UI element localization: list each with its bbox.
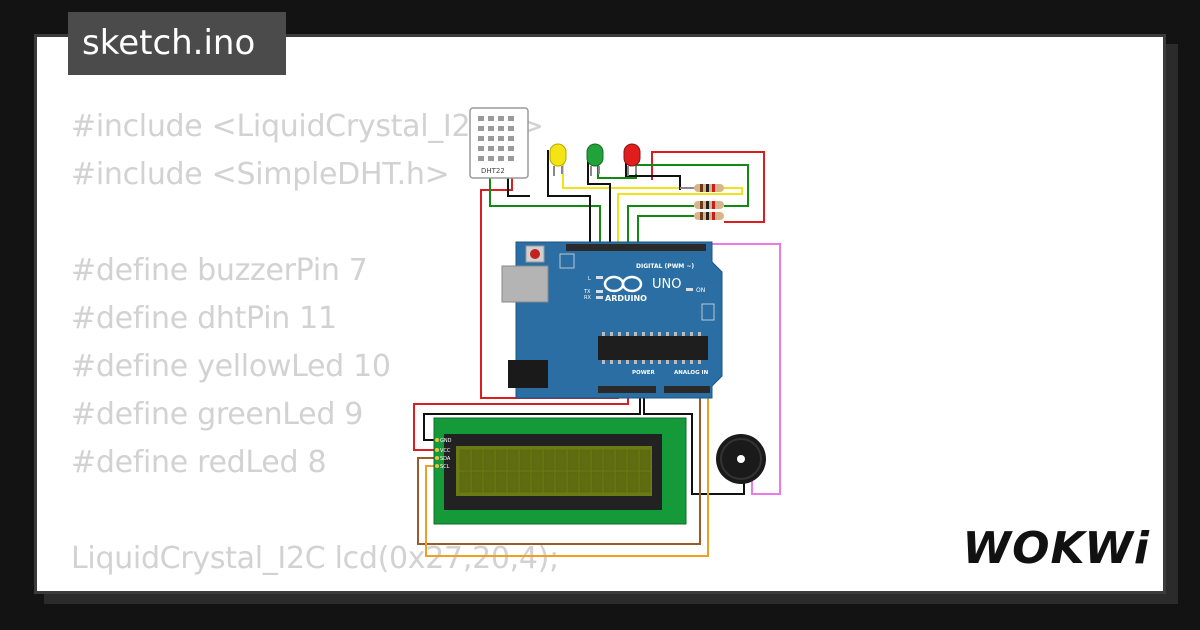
reset-button [530,249,540,259]
resistor [694,184,724,192]
power-header [598,386,656,393]
wire-black [507,176,530,197]
arduino-uno-board: UNO ARDUINO DIGITAL (PWM ~) POWER ANALOG… [501,241,723,399]
wire-black [643,392,745,495]
dht22-sensor: DHT22 [469,107,529,179]
led-green [586,143,604,176]
analog-header [664,386,710,393]
code-line: #include <SimpleDHT.h> [71,157,450,192]
on-label: ON [696,287,705,294]
led-red [623,143,641,176]
wire-pink [652,243,781,495]
rx-label: RX [584,295,591,301]
resistor [694,212,724,220]
resistor [694,201,724,209]
power-label: POWER [632,370,656,376]
wokwi-logo: WOKWi [962,523,1150,574]
digital-header [566,244,706,251]
code-line: #define buzzerPin 7 [71,253,368,288]
code-line: #define dhtPin 11 [71,301,337,336]
wire-brown [417,392,701,545]
analog-label: ANALOG IN [674,370,709,376]
lcd-pin-vcc: VCC [440,448,451,454]
code-line: #define redLed 8 [71,445,327,480]
dht22-label: DHT22 [481,167,505,175]
lcd-display: GND VCC SDA SCL [433,417,687,525]
wire-green [597,158,749,207]
led-yellow [549,143,567,176]
atmega-chip [598,336,708,360]
board-brand: ARDUINO [605,294,647,303]
wire-black [423,392,641,441]
wire-orange [425,392,709,557]
code-line: SimpleDHT22 dht22(dhtPin); [71,583,559,591]
wire-green [637,215,694,248]
resistor-group [694,184,724,220]
buzzer [716,434,766,484]
code-line: #define yellowLed 10 [71,349,391,384]
file-tab[interactable]: sketch.ino [68,12,286,75]
wire-green [627,205,694,248]
lcd-pin-sda: SDA [440,456,451,462]
code-line: #define greenLed 9 [71,397,364,432]
power-jack [508,360,548,388]
tx-label: TX [583,289,591,295]
board-model: UNO [652,277,681,292]
lcd-pin-scl: SCL [440,464,450,470]
wire-green [489,176,601,248]
usb-port [501,265,549,303]
wire-red [413,392,629,451]
wire-black [547,150,591,248]
lcd-pin-gnd: GND [440,438,452,444]
l-label: L [588,276,591,282]
arduino-logo [603,275,643,293]
wire-black [587,150,611,248]
wire-red [651,151,765,223]
wire-yellow [617,187,743,248]
code-line: LiquidCrystal_I2C lcd(0x27,20,4); [71,541,559,576]
digital-label: DIGITAL (PWM ~) [636,263,694,270]
